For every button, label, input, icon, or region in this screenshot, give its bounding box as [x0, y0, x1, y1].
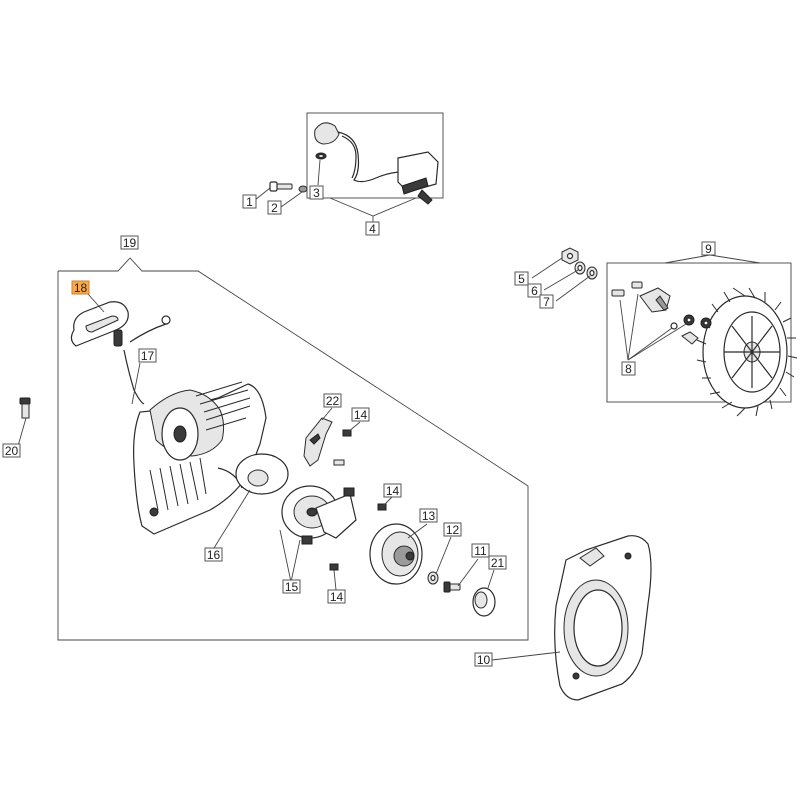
callout-14-lower[interactable]: 14 [327, 589, 346, 604]
callout-10[interactable]: 10 [474, 652, 493, 667]
svg-text:5: 5 [518, 272, 525, 286]
svg-text:7: 7 [543, 295, 550, 309]
svg-text:16: 16 [207, 548, 221, 562]
cap-21-part [472, 587, 496, 617]
washer-12-part [427, 571, 439, 585]
leader-lines [17, 159, 687, 661]
svg-text:14: 14 [386, 484, 400, 498]
svg-text:20: 20 [5, 444, 19, 458]
callout-14-middle[interactable]: 14 [383, 483, 402, 498]
svg-text:14: 14 [330, 590, 344, 604]
callout-20[interactable]: 20 [2, 443, 21, 458]
flywheel-part [696, 287, 798, 417]
svg-text:2: 2 [271, 201, 278, 215]
svg-text:13: 13 [422, 509, 436, 523]
svg-text:11: 11 [474, 544, 487, 558]
callout-22[interactable]: 22 [323, 393, 342, 408]
svg-text:17: 17 [141, 349, 155, 363]
callout-21[interactable]: 21 [488, 555, 507, 570]
starter-rope-17-part [123, 315, 171, 405]
washer-2-part [298, 185, 308, 193]
callout-13[interactable]: 13 [419, 508, 438, 523]
screw-14a-part [333, 429, 352, 466]
callout-1[interactable]: 1 [242, 194, 257, 209]
guide-plate-22-part [303, 417, 333, 467]
recoil-spring-15-part [281, 485, 357, 545]
ignition-coil-part [314, 122, 439, 205]
callout-15[interactable]: 15 [282, 579, 301, 594]
callout-7[interactable]: 7 [539, 294, 554, 309]
starter-handle-18-part [70, 301, 129, 347]
callout-16[interactable]: 16 [204, 547, 223, 562]
callout-3[interactable]: 3 [309, 185, 324, 200]
callout-17[interactable]: 17 [138, 348, 157, 363]
callout-14-upper[interactable]: 14 [351, 407, 370, 422]
svg-text:4: 4 [369, 222, 376, 236]
svg-text:3: 3 [313, 186, 320, 200]
callout-5[interactable]: 5 [514, 271, 529, 286]
pawl-assembly-8-part [611, 281, 712, 345]
starter-housing-part [133, 381, 267, 535]
callout-19[interactable]: 19 [120, 235, 139, 250]
spring-disc-16-part [235, 453, 289, 495]
svg-text:14: 14 [354, 408, 368, 422]
svg-text:6: 6 [531, 284, 538, 298]
callout-12[interactable]: 12 [443, 522, 462, 537]
group-frame-ignition [306, 112, 444, 222]
svg-text:9: 9 [705, 242, 712, 256]
callout-9[interactable]: 9 [701, 241, 716, 256]
svg-text:10: 10 [477, 653, 491, 667]
screw-1-part [269, 181, 293, 192]
callout-4[interactable]: 4 [365, 221, 380, 236]
svg-text:15: 15 [285, 580, 299, 594]
svg-text:1: 1 [246, 195, 253, 209]
screw-20-part [19, 397, 31, 419]
group-frame-starter [57, 257, 529, 641]
nut-5-part [561, 247, 579, 265]
screw-14c-part [329, 563, 339, 571]
svg-text:12: 12 [446, 523, 460, 537]
washer-6-part [574, 261, 586, 275]
callout-2[interactable]: 2 [267, 200, 282, 215]
fan-housing-10-part [554, 535, 652, 701]
callout-11[interactable]: 11 [471, 543, 490, 558]
screw-14b-part [377, 503, 387, 511]
svg-text:22: 22 [326, 394, 340, 408]
svg-text:8: 8 [625, 362, 632, 376]
callout-6[interactable]: 6 [527, 283, 542, 298]
callout-8[interactable]: 8 [621, 361, 636, 376]
callout-18[interactable]: 18 [71, 280, 90, 295]
pulley-13-part [369, 523, 423, 585]
svg-text:18: 18 [74, 281, 88, 295]
svg-text:19: 19 [123, 236, 137, 250]
screw-11-part [443, 581, 461, 593]
svg-text:21: 21 [491, 556, 505, 570]
